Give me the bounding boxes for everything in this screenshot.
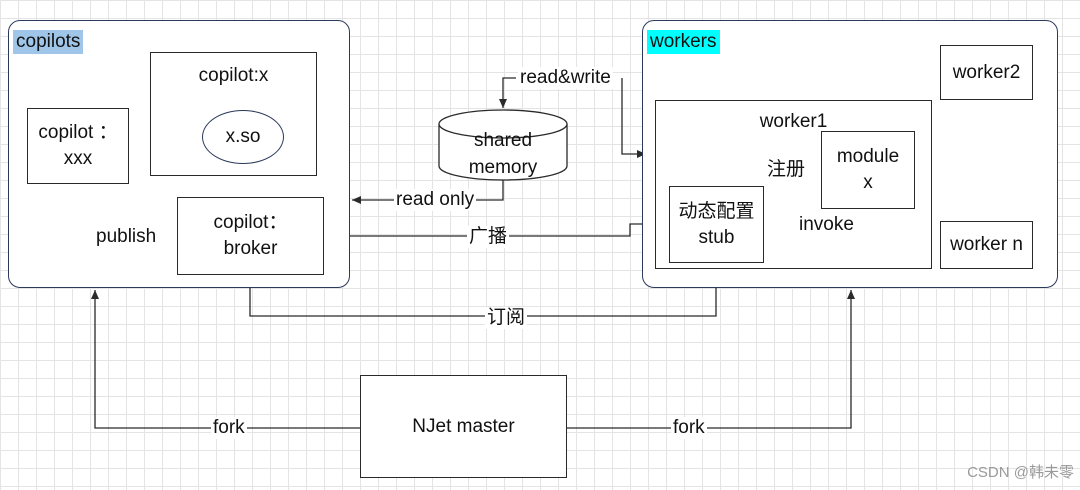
label-invoke: invoke (797, 214, 856, 236)
label-publish: publish (94, 226, 159, 248)
label-fork-right: fork (671, 417, 707, 439)
edge-read-write-down (499, 77, 516, 108)
label-read-only: read only (394, 189, 477, 211)
label-broadcast: 广播 (467, 226, 510, 248)
shared-memory-cylinder (438, 109, 568, 181)
copilot-xxx-box: copilot ： xxx (27, 108, 129, 184)
edge-subscribe (246, 263, 717, 317)
worker2-label: worker2 (952, 61, 1021, 83)
label-subscribe: 订阅 (485, 307, 528, 329)
broker-label: copilot： broker (213, 212, 288, 259)
label-fork-left: fork (211, 417, 247, 439)
label-read-write: read&write (518, 67, 613, 89)
stub-box: 动态配置 stub (669, 186, 764, 263)
workers-title: workers (647, 30, 720, 54)
njet-master-label: NJet master (412, 415, 515, 437)
module-label: module x (836, 146, 900, 193)
copilot-x-label: copilot:x (198, 65, 269, 86)
copilots-title: copilots (13, 30, 84, 54)
edge-fork-right (567, 290, 855, 429)
label-register: 注册 (765, 159, 808, 181)
worker2-box: worker2 (940, 45, 1033, 100)
edge-read-write (621, 78, 646, 158)
module-box: module x (821, 131, 915, 209)
edge-fork-left (91, 290, 360, 429)
shared-memory-label: shared memory (468, 130, 538, 178)
worker-n-box: worker n (940, 221, 1033, 269)
stub-label: 动态配置 stub (678, 200, 755, 248)
watermark: CSDN @韩未零 (967, 464, 1074, 481)
xso-label: x.so (225, 126, 261, 147)
broker-box: copilot： broker (177, 197, 324, 275)
copilot-xxx-label: copilot ： xxx (38, 122, 118, 169)
njet-master-box: NJet master (360, 375, 567, 478)
worker-n-label: worker n (950, 234, 1023, 255)
worker1-label: worker1 (759, 111, 828, 132)
xso-ellipse: x.so (202, 110, 284, 164)
